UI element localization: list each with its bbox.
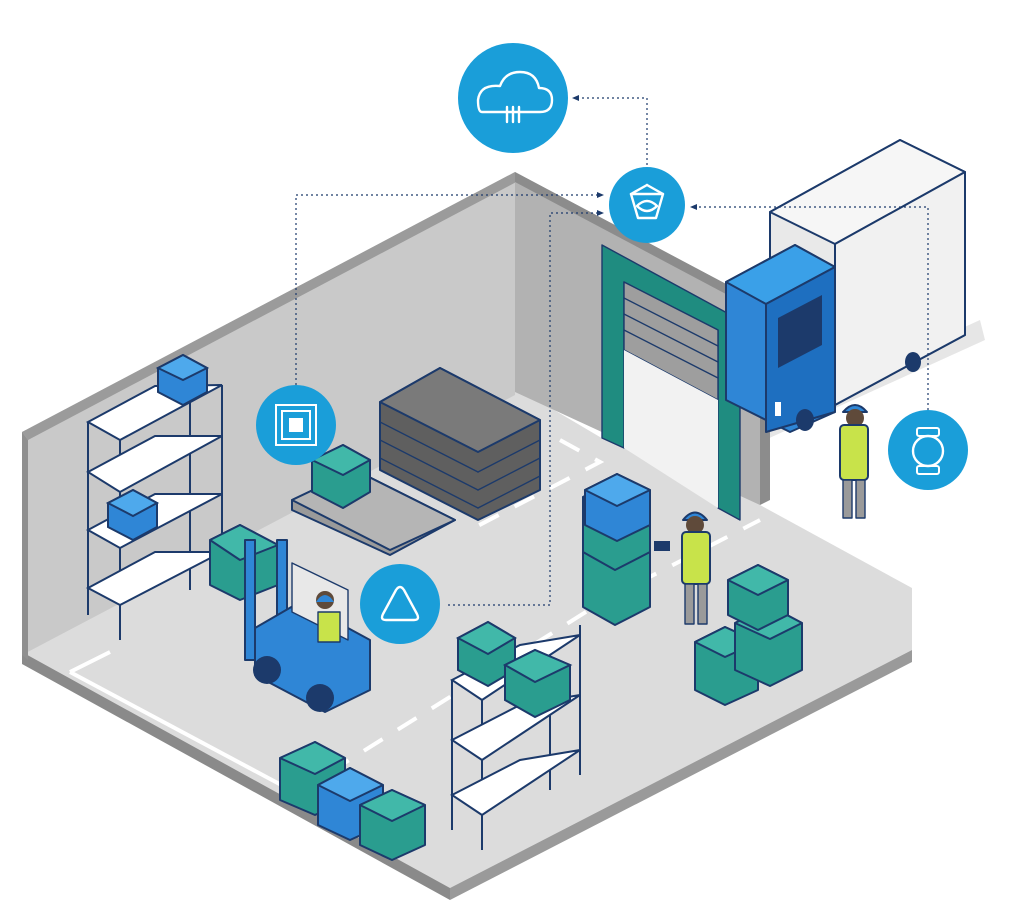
triangle-beacon-icon[interactable] [360, 564, 440, 644]
front-shelving-unit [450, 620, 581, 850]
pallet-stack [379, 367, 541, 521]
smartwatch-icon[interactable] [888, 410, 968, 490]
iot-connection-lines [295, 95, 929, 606]
gateway-router-icon[interactable] [609, 167, 685, 243]
center-box-stack [582, 473, 651, 626]
left-shelving-unit [85, 353, 223, 640]
right-box-stack [694, 564, 803, 706]
forklift [209, 524, 371, 713]
rfid-tag-icon[interactable] [256, 385, 336, 465]
front-floor-boxes [279, 741, 426, 861]
pallet-box [311, 444, 371, 509]
delivery-truck [725, 139, 966, 433]
worker-with-scanner [654, 511, 711, 625]
worker-with-watch [839, 404, 869, 519]
cloud-icon[interactable] [458, 43, 568, 153]
